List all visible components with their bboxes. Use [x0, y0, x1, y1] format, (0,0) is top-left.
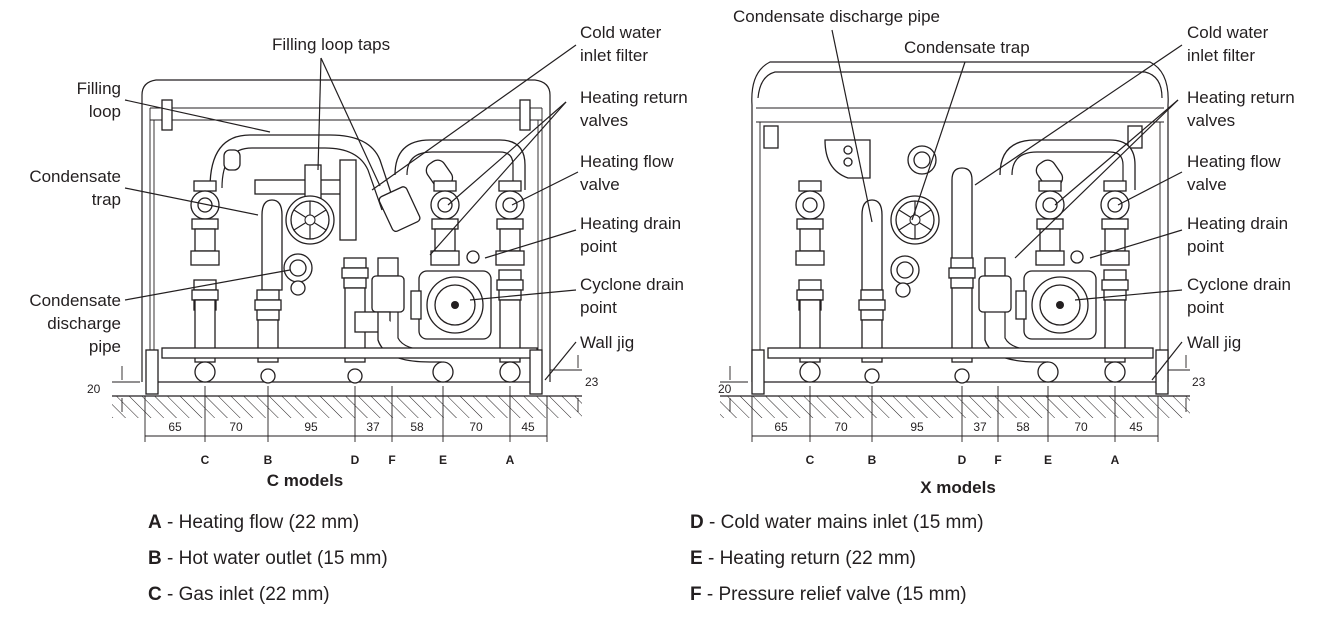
legend-left-column: A - Heating flow (22 mm) B - Hot water o…: [148, 505, 388, 613]
x-conn-b: B: [868, 453, 877, 467]
c-label-heating-drain-1: Heating drain: [580, 214, 681, 233]
x-dim-spacing-5: 58: [1016, 420, 1030, 434]
c-conn-c: C: [201, 453, 210, 467]
c-model-drawing: [112, 44, 582, 442]
x-label-cold-water-filter-1: Cold water: [1187, 23, 1269, 42]
c-dim-left-height: 20: [87, 382, 101, 396]
x-dim-spacing-2: 70: [834, 420, 848, 434]
c-label-condensate-discharge-1: Condensate: [29, 291, 121, 310]
x-label-cyclone-drain-2: point: [1187, 298, 1224, 317]
legend-item-a: A - Heating flow (22 mm): [148, 512, 360, 533]
c-label-cyclone-drain-2: point: [580, 298, 617, 317]
c-dim-spacing-7: 45: [521, 420, 535, 434]
c-dim-spacing-5: 58: [410, 420, 424, 434]
x-casing: [751, 61, 1169, 382]
x-floor-hatch: [720, 396, 1190, 418]
x-label-condensate-discharge: Condensate discharge pipe: [733, 7, 940, 26]
x-dim-spacing-4: 37: [973, 420, 987, 434]
x-conn-c: C: [806, 453, 815, 467]
c-label-condensate-trap-2: trap: [92, 190, 121, 209]
c-dim-spacing-6: 70: [469, 420, 483, 434]
c-label-filling-loop-2: loop: [89, 102, 121, 121]
c-conn-a: A: [506, 453, 515, 467]
x-dim-left-height: 20: [718, 382, 732, 396]
c-label-cold-water-filter-2: inlet filter: [580, 46, 648, 65]
x-models-title: X models: [920, 478, 996, 497]
c-conn-b: B: [264, 453, 273, 467]
c-conn-d: D: [351, 453, 360, 467]
x-conn-f: F: [994, 453, 1001, 467]
x-conn-e: E: [1044, 453, 1052, 467]
x-label-heating-return-1: Heating return: [1187, 88, 1295, 107]
c-label-filling-loop-taps: Filling loop taps: [272, 35, 390, 54]
c-label-condensate-trap-1: Condensate: [29, 167, 121, 186]
c-dim-spacing-2: 70: [229, 420, 243, 434]
c-floor-hatch: [112, 396, 582, 418]
c-label-cold-water-filter-1: Cold water: [580, 23, 662, 42]
c-label-heating-return-2: valves: [580, 111, 628, 130]
x-model-drawing: [720, 29, 1190, 442]
c-models-title: C models: [267, 471, 344, 490]
c-label-heating-flow-1: Heating flow: [580, 152, 674, 171]
x-label-cyclone-drain-1: Cyclone drain: [1187, 275, 1291, 294]
c-label-condensate-discharge-2: discharge: [47, 314, 121, 333]
c-label-cyclone-drain-1: Cyclone drain: [580, 275, 684, 294]
c-conn-f: F: [388, 453, 395, 467]
x-dim-spacing-3: 95: [910, 420, 924, 434]
c-label-wall-jig: Wall jig: [580, 333, 634, 352]
x-label-heating-return-2: valves: [1187, 111, 1235, 130]
x-label-heating-flow-1: Heating flow: [1187, 152, 1281, 171]
c-label-filling-loop-1: Filling: [77, 79, 121, 98]
legend-item-d: D - Cold water mains inlet (15 mm): [690, 512, 984, 533]
legend-item-b: B - Hot water outlet (15 mm): [148, 548, 388, 569]
x-dim-spacing-7: 45: [1129, 420, 1143, 434]
c-conn-e: E: [439, 453, 447, 467]
c-dim-spacing-1: 65: [168, 420, 182, 434]
c-dim-right-height: 23: [585, 375, 599, 389]
x-conn-d: D: [958, 453, 967, 467]
x-label-heating-drain-1: Heating drain: [1187, 214, 1288, 233]
c-label-condensate-discharge-3: pipe: [89, 337, 121, 356]
c-dim-spacing-3: 95: [304, 420, 318, 434]
x-dim-spacing-6: 70: [1074, 420, 1088, 434]
x-label-heating-flow-2: valve: [1187, 175, 1227, 194]
x-label-wall-jig: Wall jig: [1187, 333, 1241, 352]
legend-right-column: D - Cold water mains inlet (15 mm) E - H…: [690, 505, 984, 613]
c-label-heating-flow-2: valve: [580, 175, 620, 194]
c-dim-spacing-4: 37: [366, 420, 380, 434]
c-casing: [141, 79, 551, 382]
c-label-heating-drain-2: point: [580, 237, 617, 256]
c-label-heating-return-1: Heating return: [580, 88, 688, 107]
legend-item-f: F - Pressure relief valve (15 mm): [690, 584, 967, 605]
x-label-heating-drain-2: point: [1187, 237, 1224, 256]
x-conn-a: A: [1111, 453, 1120, 467]
x-dim-spacing-1: 65: [774, 420, 788, 434]
x-dim-right-height: 23: [1192, 375, 1206, 389]
legend-item-e: E - Heating return (22 mm): [690, 548, 916, 569]
x-label-cold-water-filter-2: inlet filter: [1187, 46, 1255, 65]
legend-item-c: C - Gas inlet (22 mm): [148, 584, 330, 605]
x-label-condensate-trap: Condensate trap: [904, 38, 1030, 57]
